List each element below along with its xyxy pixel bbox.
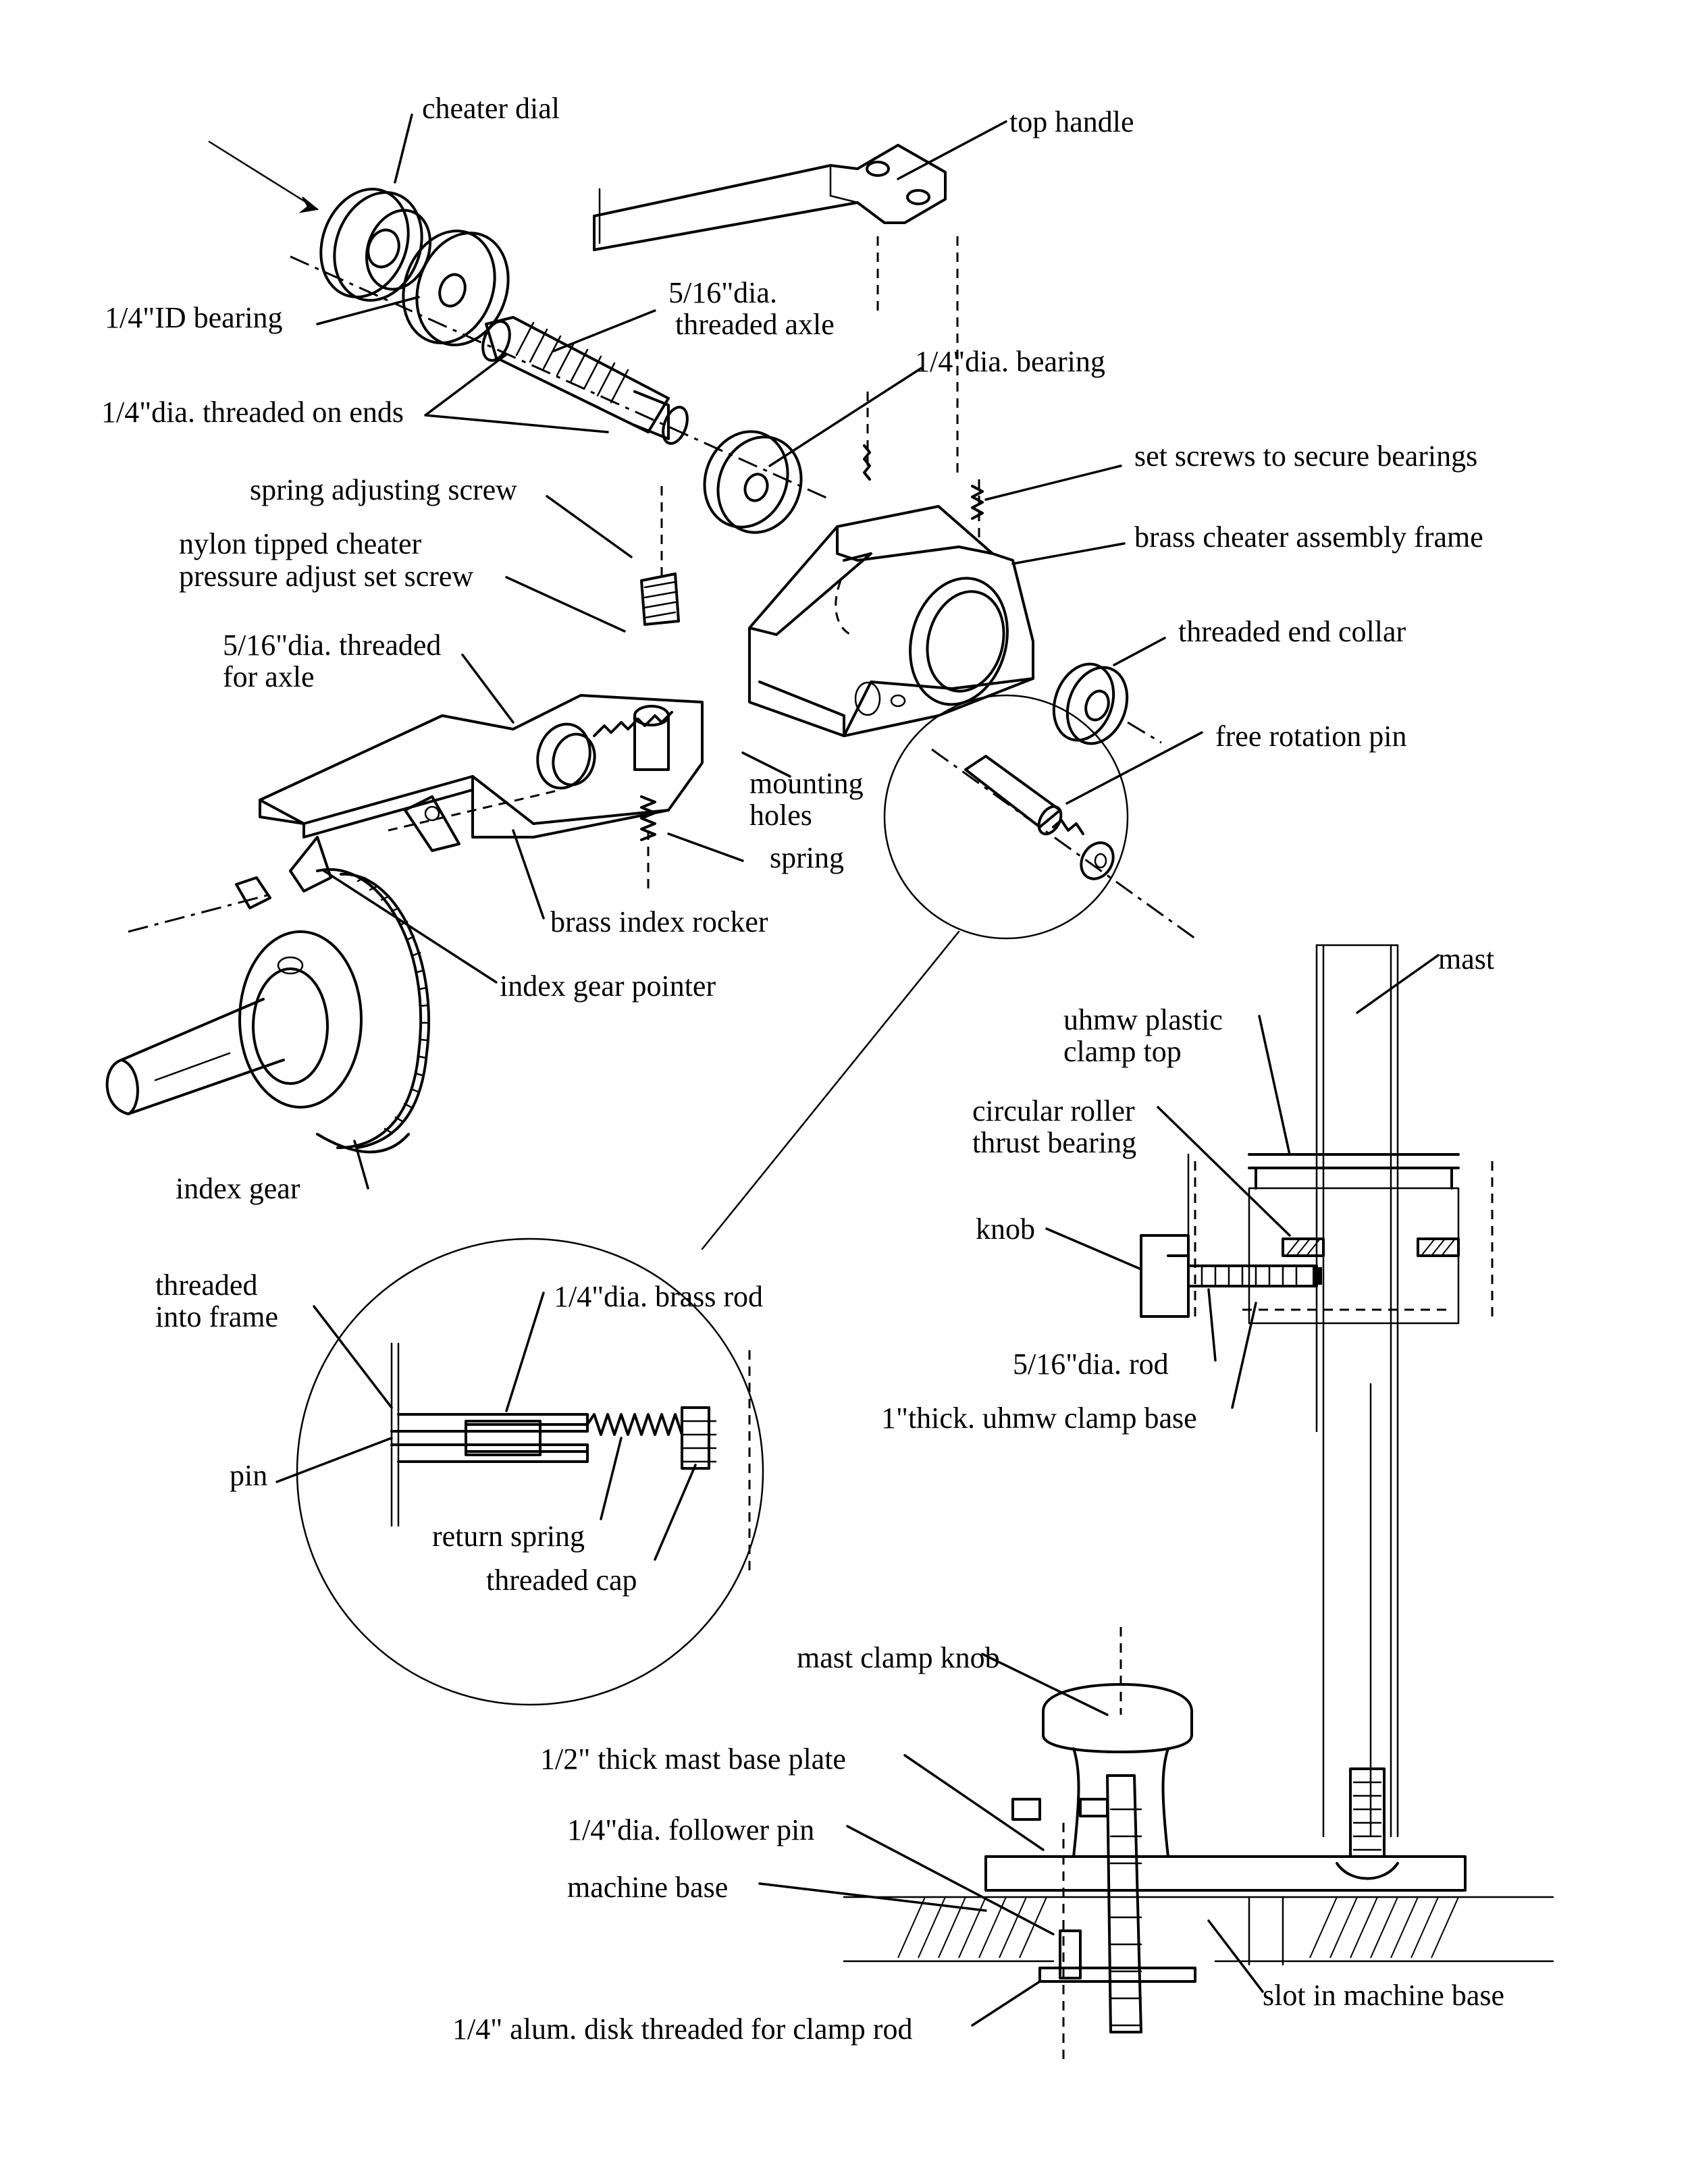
label-clamp-base: 1"thick. uhmw clamp base	[881, 1402, 1197, 1435]
label-threaded-on-ends: 1/4"dia. threaded on ends	[101, 396, 404, 429]
label-nylon-line1: nylon tipped cheater	[179, 527, 422, 560]
label-spring-adjusting-screw: spring adjusting screw	[250, 473, 517, 506]
bearing-icon	[402, 230, 510, 346]
label-brass-frame: brass cheater assembly frame	[1134, 521, 1483, 554]
clamp-icon	[1140, 1153, 1494, 1325]
label-mounting-line2: holes	[749, 799, 812, 832]
label-base-plate: 1/2" thick mast base plate	[540, 1742, 846, 1776]
index-rocker-icon	[259, 486, 704, 891]
mast-icon	[1315, 944, 1399, 1838]
label-nylon-line2: pressure adjust set screw	[179, 560, 473, 593]
label-mounting-line1: mounting	[749, 767, 864, 800]
label-id-bearing: 1/4"ID bearing	[105, 301, 283, 334]
leader-lines	[275, 113, 1440, 2027]
label-follower-pin: 1/4"dia. follower pin	[567, 1813, 814, 1846]
bearing-icon	[703, 430, 803, 534]
label-axle-line1: 5/16"dia.	[668, 276, 777, 309]
label-index-pointer: index gear pointer	[500, 969, 716, 1003]
label-index-gear: index gear	[176, 1172, 300, 1205]
label-mast: mast	[1438, 942, 1494, 976]
index-gear-icon	[105, 836, 430, 1154]
label-into-frame-line1: threaded	[155, 1269, 257, 1302]
label-mast-clamp-knob: mast clamp knob	[797, 1641, 1000, 1674]
label-alum-disk: 1/4" alum. disk threaded for clamp rod	[452, 2013, 912, 2046]
label-roller-line2: thrust bearing	[972, 1126, 1136, 1159]
label-dia-bearing: 1/4"dia. bearing	[915, 345, 1105, 378]
label-return-spring: return spring	[432, 1520, 585, 1553]
free-rotation-pin-icon	[931, 748, 1196, 940]
label-set-screws: set screws to secure bearings	[1134, 440, 1477, 473]
label-knob: knob	[976, 1213, 1035, 1246]
label-threaded-cap: threaded cap	[486, 1564, 637, 1597]
label-axle-line2: threaded axle	[675, 308, 835, 341]
label-slot: slot in machine base	[1263, 1979, 1504, 2012]
detail-circle-icon	[296, 694, 1129, 1706]
label-cheater-dial: cheater dial	[422, 92, 560, 125]
label-machine-base: machine base	[567, 1871, 728, 1904]
label-clamp-top-line2: clamp top	[1063, 1035, 1182, 1068]
label-roller-line1: circular roller	[972, 1094, 1135, 1127]
top-handle-icon	[593, 144, 959, 473]
frame-icon	[748, 392, 1034, 737]
label-pin: pin	[230, 1459, 267, 1492]
label-spring: spring	[770, 841, 844, 874]
label-for-axle-line1: 5/16"dia. threaded	[223, 629, 441, 662]
label-end-collar: threaded end collar	[1178, 615, 1406, 648]
label-clamp-top-line1: uhmw plastic	[1063, 1003, 1223, 1036]
label-top-handle: top handle	[1009, 105, 1134, 138]
label-into-frame-line2: into frame	[155, 1300, 278, 1333]
threaded-axle-icon	[290, 255, 831, 501]
label-index-rocker: brass index rocker	[550, 905, 768, 938]
label-for-axle-line2: for axle	[223, 660, 315, 693]
cheater-dial-icon	[208, 140, 432, 302]
label-rod-516: 5/16"dia. rod	[1013, 1348, 1169, 1381]
end-collar-icon	[1052, 662, 1162, 745]
detail-pin-assembly	[390, 1342, 751, 1573]
label-free-rotation-pin: free rotation pin	[1215, 720, 1406, 753]
label-brass-rod: 1/4"dia. brass rod	[554, 1280, 763, 1313]
base-plate-icon	[843, 1627, 1554, 2066]
